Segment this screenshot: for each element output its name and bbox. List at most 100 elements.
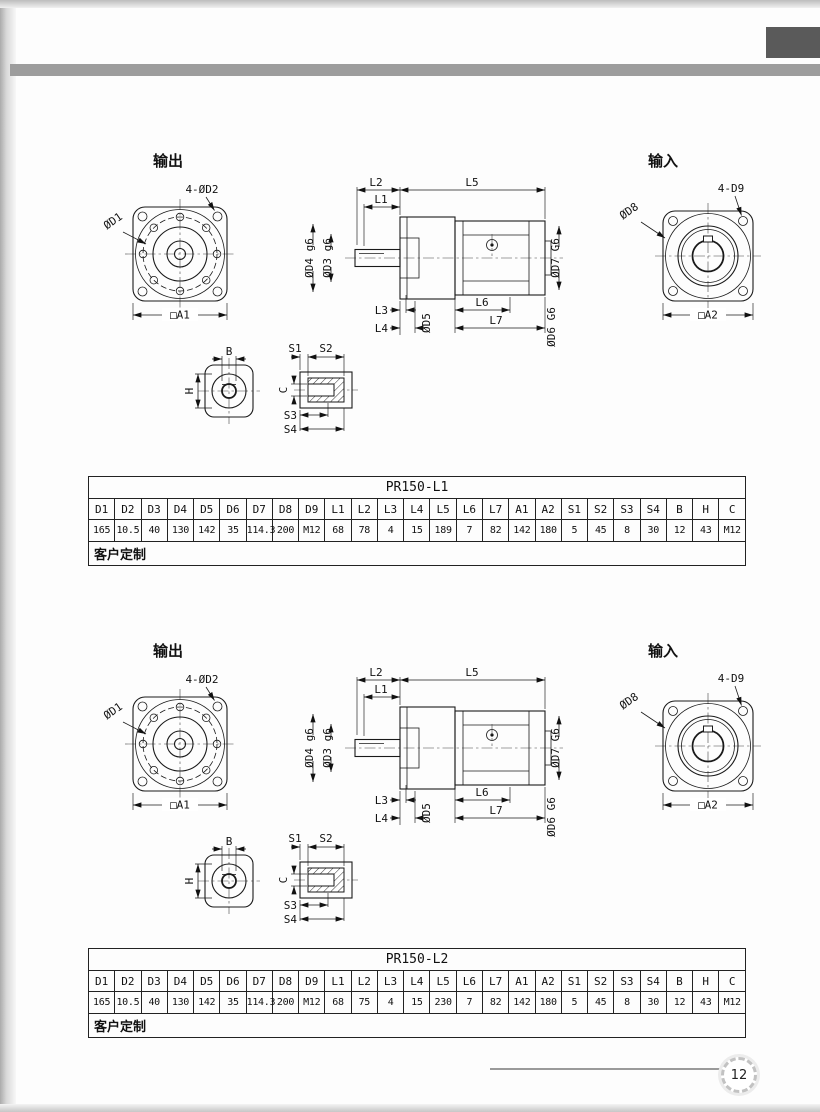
col-header-cell: D3 bbox=[140, 498, 168, 520]
front-square-dim: □A1 bbox=[170, 309, 190, 322]
dim-l3: L3 bbox=[375, 304, 388, 317]
value-cell: 35 bbox=[219, 519, 247, 542]
col-header-cell: D6 bbox=[219, 970, 247, 992]
value-cell: 114.3 bbox=[245, 519, 276, 542]
value-cell: 45 bbox=[587, 519, 615, 542]
dim-d3: ØD3 g6 bbox=[321, 238, 334, 278]
input-flange-rear-view: 4-D9 ØD8 □A2 bbox=[617, 672, 761, 812]
output-view-label: 输出 bbox=[153, 152, 183, 170]
col-header-cell: L2 bbox=[350, 498, 378, 520]
value-cell: 12 bbox=[665, 991, 694, 1014]
col-header-cell: L1 bbox=[324, 970, 352, 992]
section-2-drawing-area: 输出 输入 4-ØD2 ØD1 □A1 bbox=[85, 635, 785, 955]
value-cell: 82 bbox=[481, 991, 510, 1014]
col-header-cell: B bbox=[665, 498, 694, 520]
value-cell: 4 bbox=[376, 519, 405, 542]
input-view-label: 输入 bbox=[648, 152, 678, 170]
dim-d5: ØD5 bbox=[420, 313, 433, 333]
keyway-section-view: S1 S2 C S3 S4 bbox=[277, 832, 358, 926]
footer-rule bbox=[490, 1068, 748, 1070]
value-cell: 7 bbox=[455, 519, 483, 542]
col-header-cell: L3 bbox=[376, 498, 405, 520]
value-cell: 142 bbox=[508, 519, 536, 542]
dim-b: B bbox=[226, 835, 233, 848]
gearbox-technical-drawing: 输出 输入 4-ØD2 ØD1 □A1 bbox=[101, 642, 761, 926]
section-1-drawing-area: 输出 输入 4-ØD2 ØD1 □A1 bbox=[85, 145, 785, 465]
value-cell: 78 bbox=[350, 519, 378, 542]
value-cell: 165 bbox=[87, 991, 116, 1014]
col-header-cell: D6 bbox=[219, 498, 247, 520]
value-cell: 230 bbox=[429, 991, 457, 1014]
value-cell: 15 bbox=[403, 519, 431, 542]
col-header-cell: S4 bbox=[639, 970, 667, 992]
col-header-cell: C bbox=[718, 498, 746, 520]
rear-holes-callout: 4-D9 bbox=[718, 182, 745, 195]
header-accent-block bbox=[766, 27, 820, 58]
table-custom-row: 客户定制 bbox=[88, 541, 746, 566]
dim-l3: L3 bbox=[375, 794, 388, 807]
value-cell: 68 bbox=[324, 519, 352, 542]
dim-d6: ØD6 G6 bbox=[545, 797, 558, 837]
rear-diameter-callout: ØD8 bbox=[617, 200, 641, 222]
table-custom-row: 客户定制 bbox=[88, 1013, 746, 1038]
value-cell: 189 bbox=[429, 519, 457, 542]
col-header-cell: L7 bbox=[481, 498, 510, 520]
dim-s1: S1 bbox=[288, 832, 301, 845]
table-title: PR150-L2 bbox=[88, 948, 746, 971]
dim-d4: ØD4 g6 bbox=[303, 238, 316, 278]
table-title-row: PR150-L1 bbox=[88, 476, 746, 499]
value-cell: 5 bbox=[560, 519, 589, 542]
col-header-cell: S4 bbox=[639, 498, 667, 520]
value-cell: 40 bbox=[140, 991, 168, 1014]
dim-l4: L4 bbox=[375, 322, 389, 335]
front-diameter-callout: ØD1 bbox=[101, 700, 125, 722]
side-view-dimensions: L2 L5 L1 ØD4 g6 ØD3 g6 ØD7 G6 L3 L4 ØD5 … bbox=[303, 176, 562, 347]
custom-note-cell: 客户定制 bbox=[88, 1013, 746, 1038]
dim-h: H bbox=[183, 878, 196, 885]
value-cell: 8 bbox=[613, 991, 641, 1014]
value-cell: M12 bbox=[718, 991, 746, 1014]
page-number: 12 bbox=[730, 1067, 748, 1083]
col-header-cell: L7 bbox=[481, 970, 510, 992]
value-cell: 43 bbox=[692, 991, 720, 1014]
dim-l7: L7 bbox=[489, 804, 502, 817]
col-header-cell: S2 bbox=[587, 498, 615, 520]
col-header-cell: D1 bbox=[87, 498, 116, 520]
value-cell: 12 bbox=[665, 519, 694, 542]
dim-s1: S1 bbox=[288, 342, 301, 355]
dim-d5: ØD5 bbox=[420, 803, 433, 823]
table-title: PR150-L1 bbox=[88, 476, 746, 499]
col-header-cell: H bbox=[692, 498, 720, 520]
page-edge-shadow-top bbox=[0, 0, 820, 8]
col-header-cell: L6 bbox=[455, 970, 483, 992]
col-header-cell: B bbox=[665, 970, 694, 992]
custom-note-cell: 客户定制 bbox=[88, 541, 746, 566]
col-header-cell: A2 bbox=[534, 970, 562, 992]
page-edge-shadow-left bbox=[0, 0, 16, 1112]
rear-square-dim: □A2 bbox=[698, 309, 718, 322]
dim-l5: L5 bbox=[465, 176, 478, 189]
dim-d4: ØD4 g6 bbox=[303, 728, 316, 768]
input-view-label: 输入 bbox=[648, 642, 678, 660]
col-header-cell: D5 bbox=[193, 970, 221, 992]
col-header-cell: D2 bbox=[114, 498, 142, 520]
col-header-cell: D3 bbox=[140, 970, 168, 992]
value-cell: 5 bbox=[560, 991, 589, 1014]
col-header-cell: D2 bbox=[114, 970, 142, 992]
value-cell: 15 bbox=[403, 991, 431, 1014]
col-header-cell: D7 bbox=[245, 970, 273, 992]
col-header-cell: L3 bbox=[376, 970, 405, 992]
value-cell: M12 bbox=[718, 519, 746, 542]
col-header-cell: S3 bbox=[613, 970, 641, 992]
value-cell: 4 bbox=[376, 991, 405, 1014]
value-cell: 180 bbox=[534, 991, 562, 1014]
value-cell: 142 bbox=[508, 991, 536, 1014]
rear-diameter-callout: ØD8 bbox=[617, 690, 641, 712]
dim-s2: S2 bbox=[319, 832, 332, 845]
col-header-cell: S2 bbox=[587, 970, 615, 992]
col-header-cell: D8 bbox=[271, 970, 300, 992]
